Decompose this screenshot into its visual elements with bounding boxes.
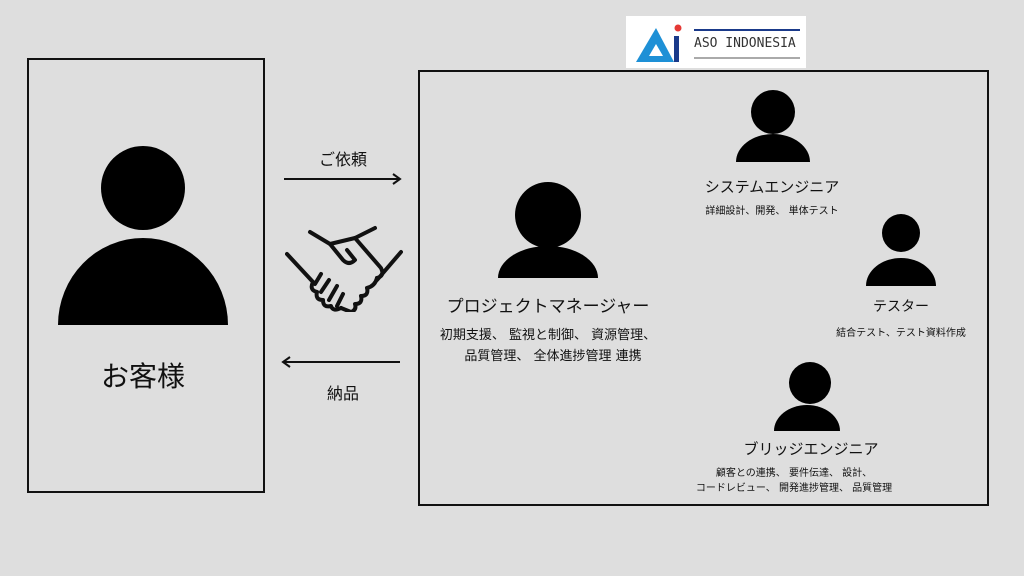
aso-logo-icon xyxy=(636,24,682,62)
pm-person-icon xyxy=(515,182,581,248)
bridge-engineer-person-icon xyxy=(789,362,831,404)
pm-desc-2: 品質管理、 全体進捗管理 連携 xyxy=(464,349,642,364)
arrow-right-icon xyxy=(284,173,402,185)
team-box xyxy=(418,70,989,506)
customer-person-icon xyxy=(101,146,185,230)
arrow-left-icon xyxy=(281,356,400,368)
tester-desc: 結合テスト、テスト資料作成 xyxy=(836,328,966,339)
system-engineer-title: システムエンジニア xyxy=(704,178,840,196)
tester-person-icon xyxy=(882,214,920,252)
request-label: ご依頼 xyxy=(318,150,368,169)
customer-label: お客様 xyxy=(100,360,186,393)
logo-text: ASO INDONESIA xyxy=(694,36,796,51)
pm-title: プロジェクトマネージャー xyxy=(446,297,650,317)
system-engineer-desc: 詳細設計、開発、 単体テスト xyxy=(705,206,839,217)
bridge-engineer-title: ブリッジエンジニア xyxy=(743,440,879,458)
delivery-label: 納品 xyxy=(326,384,360,403)
pm-desc-1: 初期支援、 監視と制御、 資源管理、 xyxy=(439,328,657,343)
tester-title: テスター xyxy=(873,299,929,315)
logo: ASO INDONESIA xyxy=(626,16,806,68)
bridge-engineer-desc-1: 顧客との連携、 要件伝達、 設計、 xyxy=(715,468,873,479)
system-engineer-person-icon xyxy=(751,90,795,134)
handshake-icon xyxy=(285,226,403,312)
bridge-engineer-desc-2: コードレビュー、 開発進捗管理、 品質管理 xyxy=(695,483,893,494)
customer-box xyxy=(27,58,265,493)
